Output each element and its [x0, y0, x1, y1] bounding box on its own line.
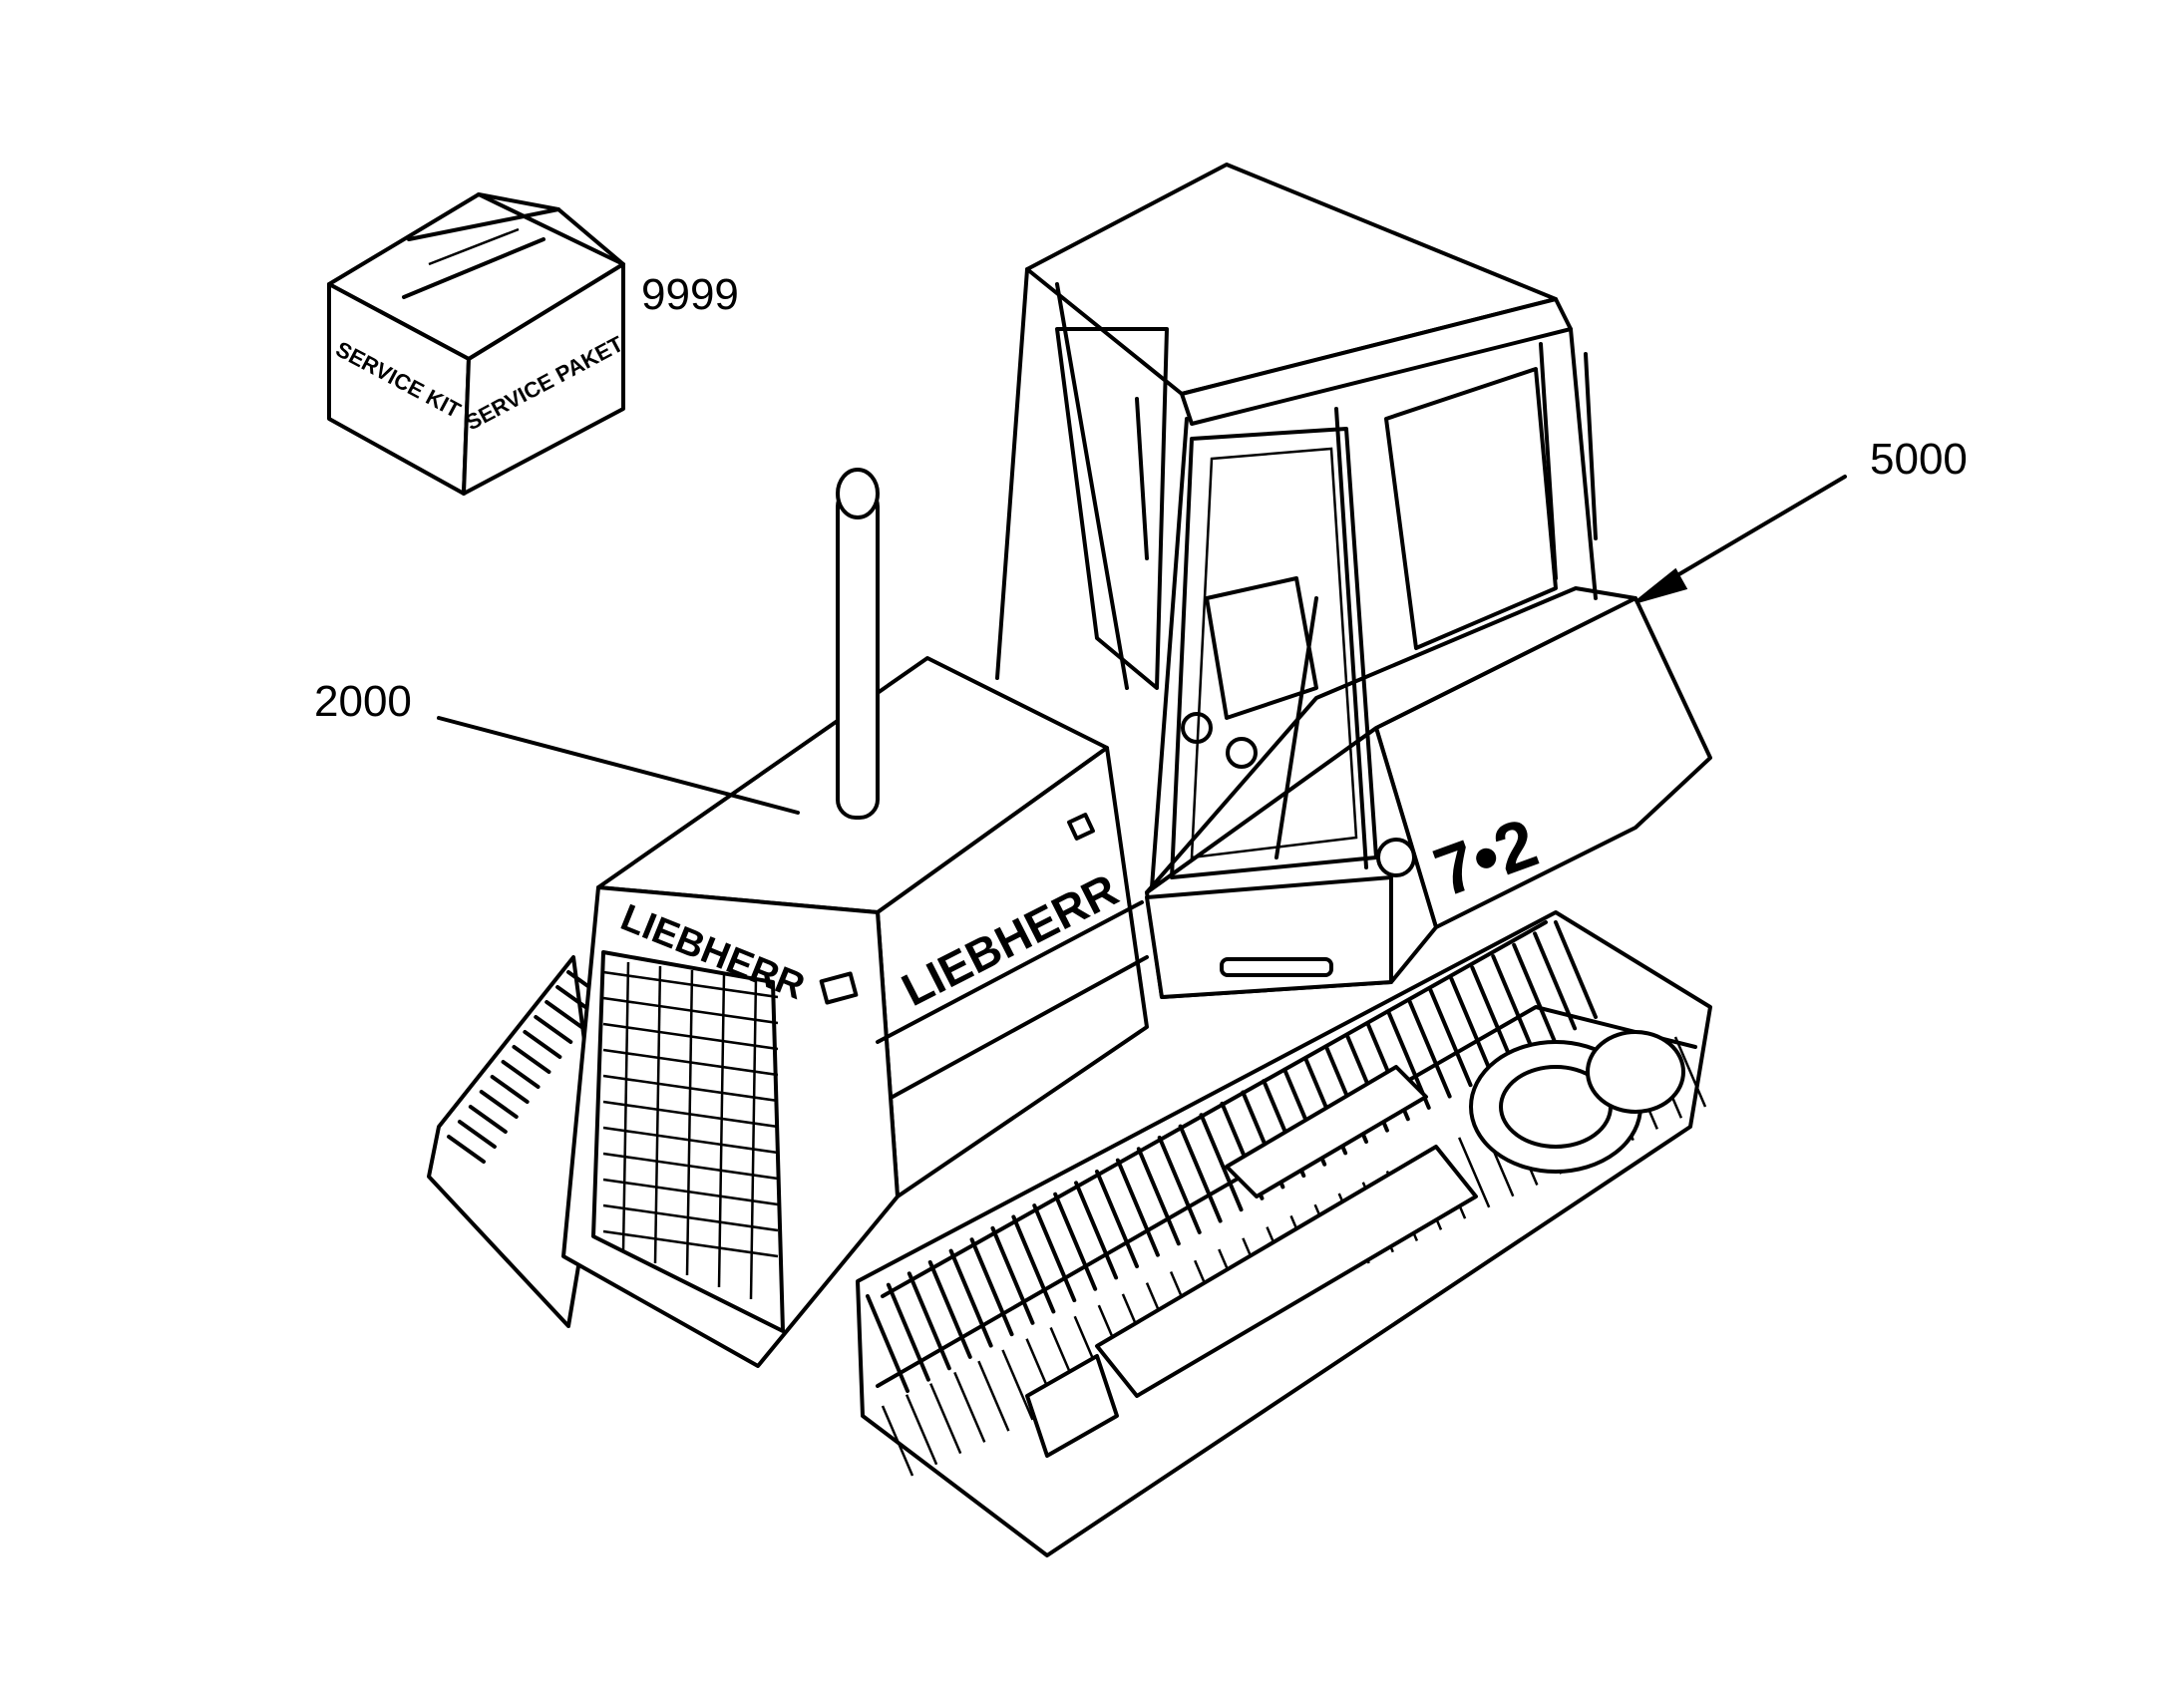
track-pad: [490, 1075, 530, 1104]
service-kit-box[interactable]: SERVICE KIT SERVICE PAKET: [327, 192, 628, 496]
track-pad: [927, 1259, 972, 1359]
track-pad-lower: [977, 1360, 1010, 1432]
grille-bar: [749, 977, 758, 1300]
grille-bar: [602, 1178, 779, 1206]
callout-label-5000: 5000: [1870, 435, 1968, 484]
track-pad-lower: [1001, 1349, 1034, 1421]
track-pad: [468, 1105, 508, 1134]
track-pad: [1157, 1135, 1202, 1234]
track-pad: [1449, 976, 1494, 1076]
track-pad: [545, 1000, 584, 1029]
track-pad: [866, 1294, 909, 1393]
track-pad: [907, 1271, 951, 1371]
track-pad: [1407, 999, 1452, 1099]
track-pad-lower: [881, 1405, 914, 1477]
track-pad: [1095, 1170, 1139, 1268]
grille-bar: [602, 1229, 779, 1258]
track-pad: [1491, 954, 1536, 1054]
track-pad: [447, 1135, 486, 1164]
track-pad: [948, 1248, 993, 1348]
track-pad: [969, 1237, 1014, 1337]
track-pad: [990, 1225, 1035, 1325]
track-pad: [523, 1030, 562, 1059]
callout-2000[interactable]: 2000: [314, 677, 800, 815]
track-pad: [1470, 965, 1515, 1065]
track-pad: [1136, 1147, 1181, 1246]
callout-9999[interactable]: 9999: [641, 270, 739, 319]
track-pad: [1074, 1181, 1119, 1280]
track-pad: [1115, 1158, 1160, 1257]
track-pad: [512, 1045, 551, 1074]
track-pad: [457, 1120, 497, 1149]
grille-bar: [685, 969, 694, 1276]
track-pad: [886, 1282, 930, 1382]
track-pad: [1053, 1192, 1098, 1291]
track-pad-lower: [1458, 1137, 1491, 1208]
grille-bar: [602, 1126, 779, 1155]
grille-bar: [653, 965, 662, 1264]
grille-bar: [717, 973, 726, 1288]
right-track[interactable]: [856, 910, 1712, 1557]
track-pad: [1512, 942, 1557, 1042]
grille-bar: [602, 970, 779, 999]
track-pad: [479, 1090, 519, 1119]
track-pad-lower: [953, 1371, 986, 1443]
callout-label-9999: 9999: [641, 270, 739, 319]
track-pad: [501, 1060, 541, 1089]
grille-bar: [602, 1203, 779, 1232]
engine-hood[interactable]: LIEBHERR LIEBHERR: [561, 468, 1149, 1368]
callout-5000[interactable]: 5000: [1635, 435, 1968, 604]
grille-bar: [621, 961, 630, 1252]
track-pad: [1199, 1113, 1244, 1212]
track-pad-lower: [905, 1394, 938, 1466]
track-pad: [1554, 920, 1598, 1019]
grille-bar: [602, 1152, 779, 1181]
track-pad: [1178, 1124, 1223, 1223]
track-pad: [534, 1015, 573, 1044]
track-pad: [1011, 1214, 1056, 1314]
track-pad-lower: [929, 1383, 962, 1455]
arrow-head-icon: [1635, 567, 1688, 604]
operator-cab[interactable]: 7•2: [995, 163, 1712, 999]
track-pad-lower: [1673, 1036, 1707, 1108]
callout-label-2000: 2000: [314, 677, 412, 726]
track-pad: [1032, 1203, 1077, 1303]
track-pad: [1533, 931, 1578, 1031]
track-pad: [1428, 988, 1473, 1088]
